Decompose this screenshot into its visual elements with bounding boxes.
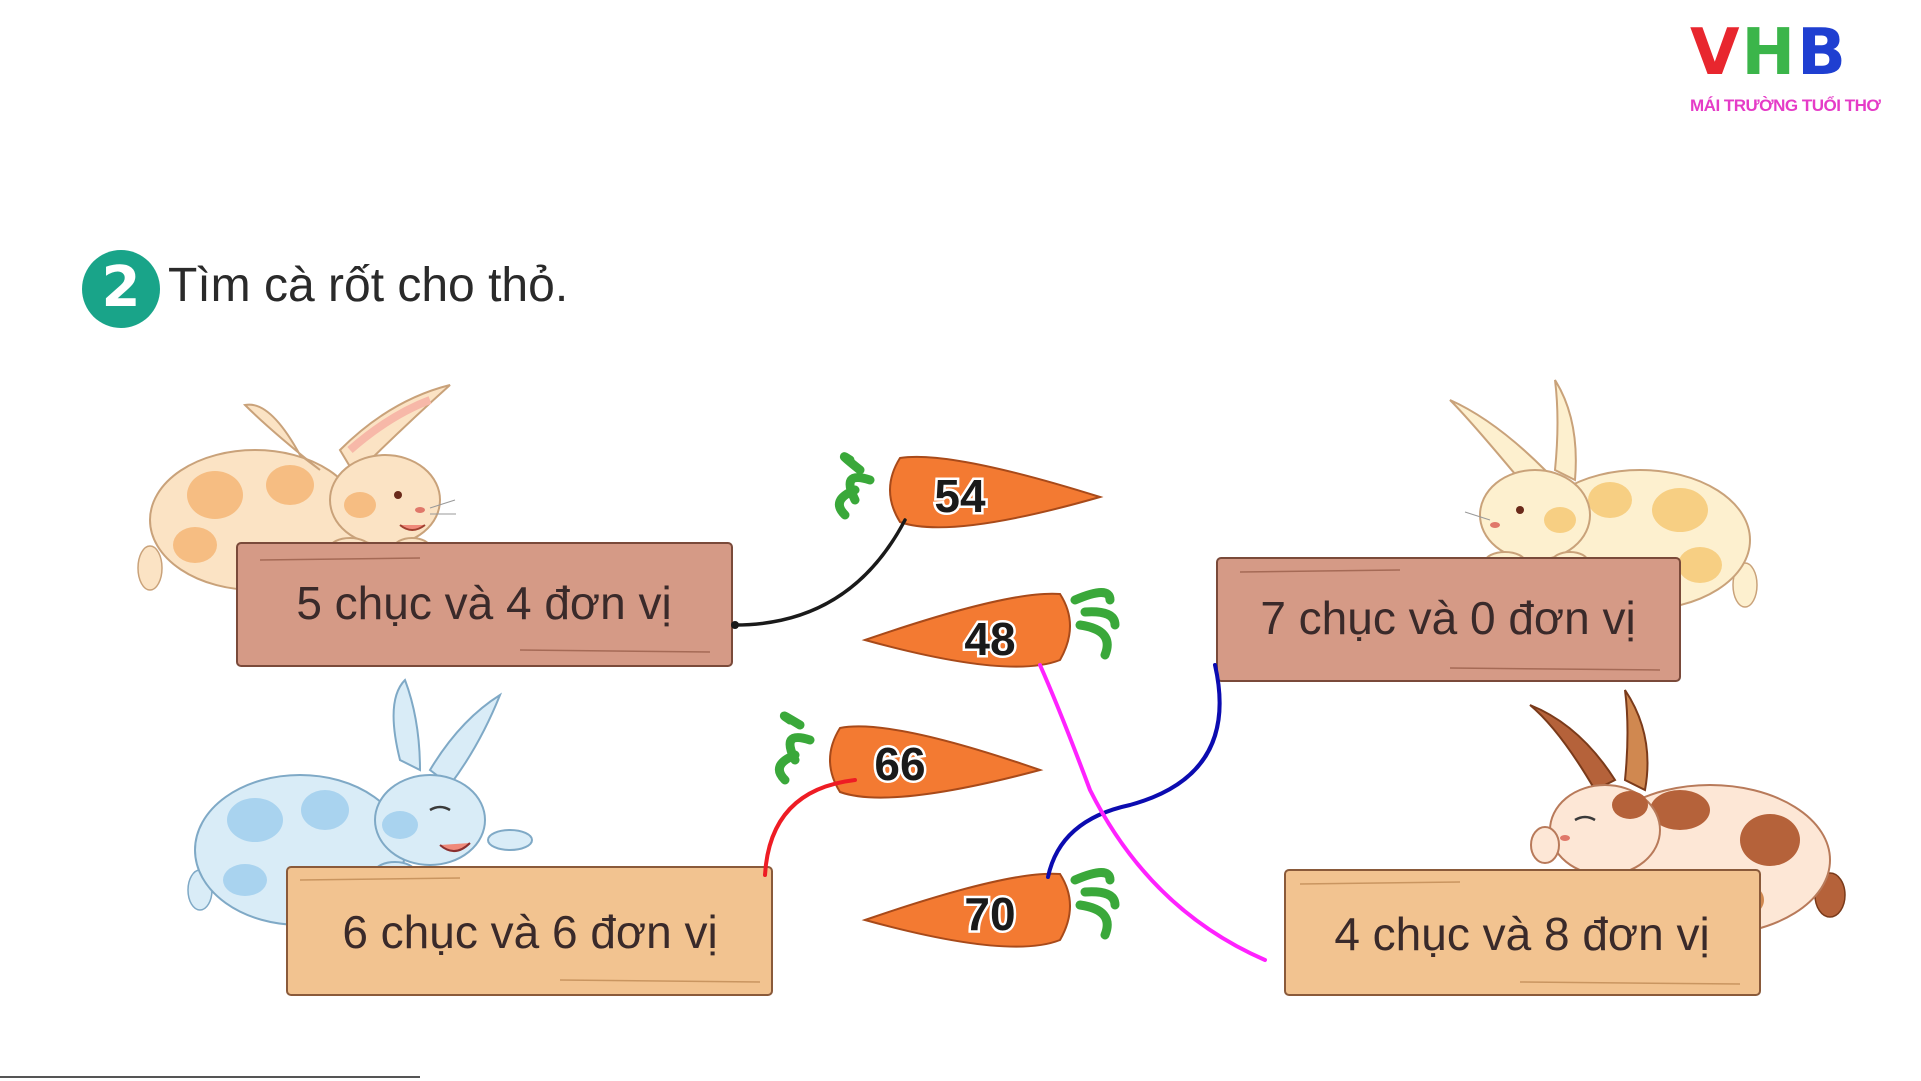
carrot-70: 70 — [865, 873, 1115, 947]
connection-dot-54 — [731, 621, 739, 629]
carrot-label-70: 70 — [964, 888, 1015, 940]
connection-line-70 — [1048, 665, 1220, 877]
sign-1: 5 chục và 4 đơn vị — [237, 543, 732, 666]
carrot-label-66: 66 — [874, 738, 925, 790]
connection-line-66 — [765, 780, 855, 875]
carrot-66: 66 — [779, 716, 1040, 798]
sign-label-3: 7 chục và 0 đơn vị — [1260, 592, 1635, 644]
connection-line-48 — [1040, 665, 1265, 960]
sign-label-1: 5 chục và 4 đơn vị — [296, 577, 671, 629]
connection-line-54 — [735, 520, 905, 625]
footer-rule — [0, 1076, 420, 1078]
sign-3: 7 chục và 0 đơn vị — [1217, 558, 1680, 681]
carrot-54: 54 — [839, 457, 1100, 528]
carrot-48: 48 — [865, 593, 1115, 667]
sign-label-2: 6 chục và 6 đơn vị — [342, 906, 717, 958]
sign-2: 6 chục và 6 đơn vị — [287, 867, 772, 995]
sign-label-4: 4 chục và 8 đơn vị — [1334, 908, 1709, 960]
sign-4: 4 chục và 8 đơn vị — [1285, 870, 1760, 995]
carrot-label-54: 54 — [934, 470, 986, 522]
carrot-label-48: 48 — [964, 613, 1015, 665]
